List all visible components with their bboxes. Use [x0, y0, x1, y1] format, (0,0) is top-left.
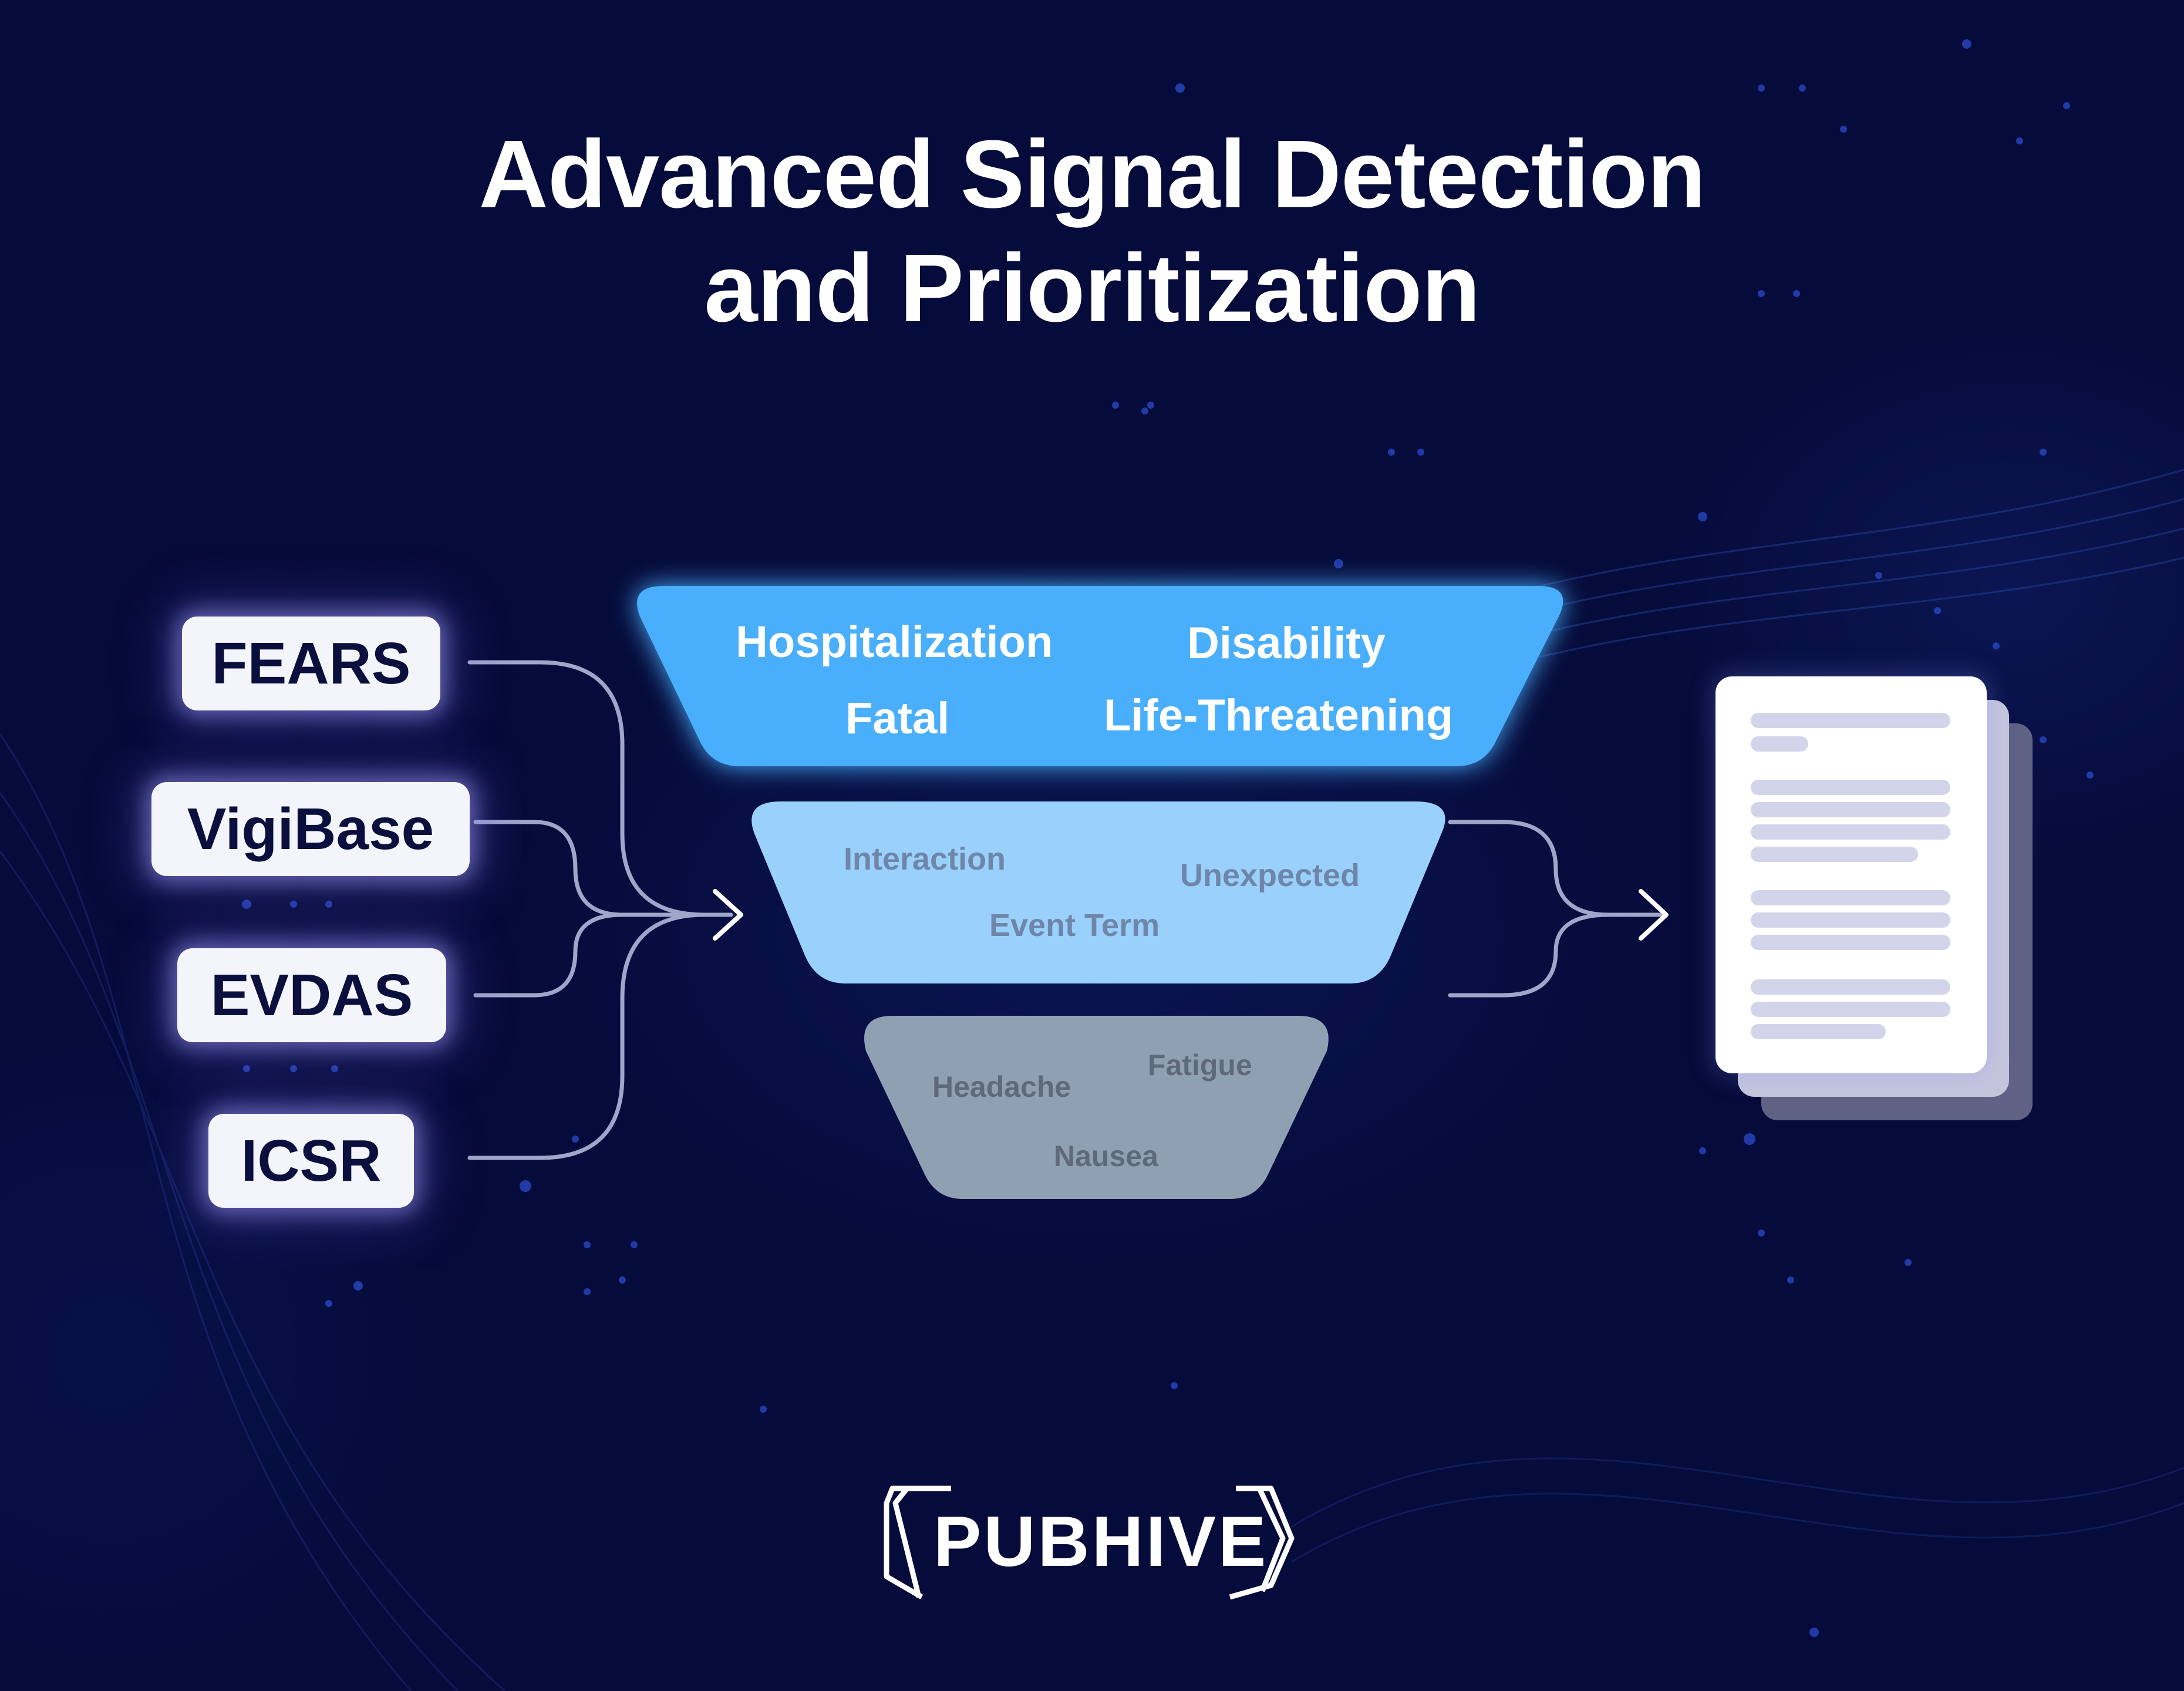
source-connectors	[467, 660, 733, 1160]
funnel-middle-label: Unexpected	[1180, 858, 1360, 893]
funnel-middle-label: Interaction	[844, 841, 1006, 877]
funnel-top-label: Fatal	[845, 693, 950, 743]
input-arrow-icon	[713, 889, 743, 941]
funnel-middle-shape	[751, 801, 1445, 983]
document-line	[1751, 935, 1950, 950]
document-line	[1751, 736, 1808, 752]
funnel-top-shape	[637, 586, 1563, 766]
document-line	[1751, 713, 1950, 728]
source-vigibase: VigiBase	[151, 782, 470, 876]
funnel-top-label: Disability	[1187, 618, 1386, 668]
funnel-bottom-label: Fatigue	[1148, 1049, 1252, 1082]
document-line	[1751, 912, 1950, 928]
source-icsr: ICSR	[208, 1114, 414, 1208]
output-arrow-icon	[1639, 889, 1669, 941]
pubhive-logo-brackets	[884, 1485, 1295, 1600]
funnel-middle-label: Event Term	[989, 908, 1160, 943]
pubhive-logo: PUBHIVE	[933, 1501, 1269, 1581]
funnel-bottom-shape	[864, 1016, 1329, 1199]
source-label: EVDAS	[210, 962, 413, 1028]
wave-lines-left	[0, 733, 2184, 1691]
title-line-2: and Prioritization	[704, 234, 1480, 342]
document-line	[1751, 1002, 1950, 1017]
document-line	[1751, 847, 1918, 862]
funnel-bottom-label: Nausea	[1054, 1140, 1158, 1173]
dot-pattern	[242, 39, 2094, 1637]
source-evdas: EVDAS	[177, 948, 446, 1042]
document-line	[1751, 1024, 1886, 1039]
title-line-1: Advanced Signal Detection	[478, 120, 1706, 228]
document-line	[1751, 824, 1950, 840]
document-line	[1751, 802, 1950, 817]
document-line	[1751, 979, 1950, 995]
output-connectors	[1448, 820, 1664, 998]
funnel-bottom-label: Headache	[932, 1070, 1071, 1103]
source-label: FEARS	[211, 630, 411, 696]
source-label: VigiBase	[187, 796, 434, 862]
funnel-top-label: Life-Threatening	[1104, 690, 1454, 740]
document-line	[1751, 780, 1950, 795]
page-title: Advanced Signal Detection and Prioritiza…	[0, 117, 2184, 345]
document-sheet-front	[1715, 676, 1987, 1073]
source-label: ICSR	[241, 1127, 382, 1194]
document-line	[1751, 890, 1950, 905]
source-fears: FEARS	[182, 617, 440, 710]
funnel-top-label: Hospitalization	[736, 617, 1053, 667]
